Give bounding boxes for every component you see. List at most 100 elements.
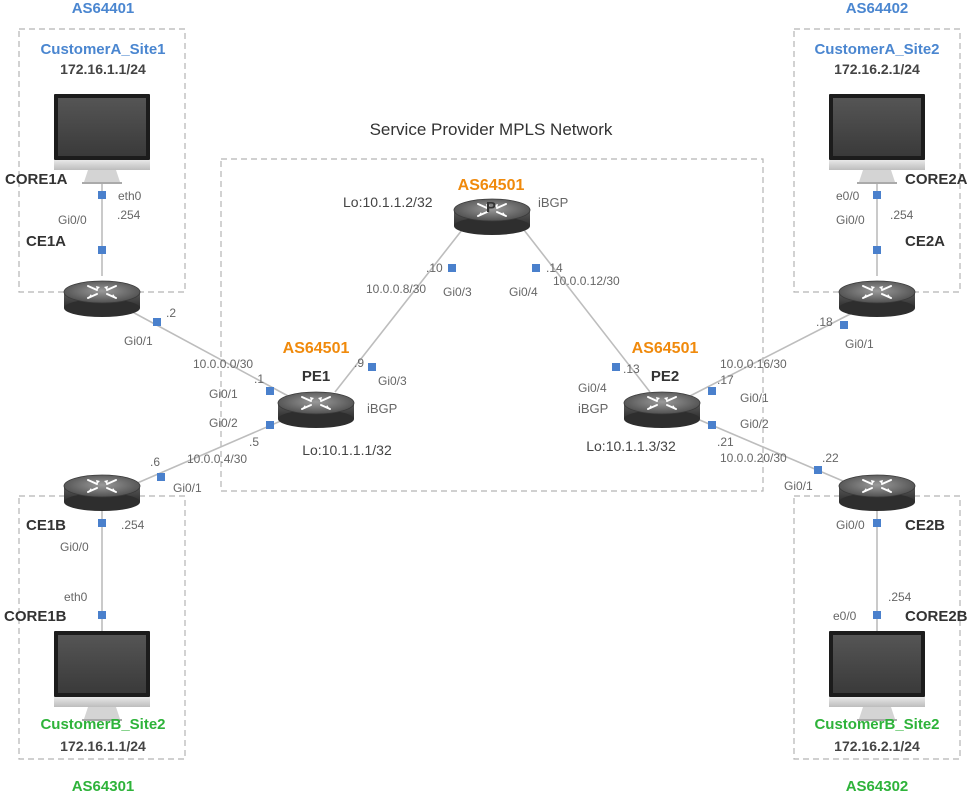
loopback-label-pe1: Lo:10.1.1.1/32 (302, 442, 392, 458)
if-label: eth0 (64, 590, 88, 604)
port-marker (840, 321, 848, 329)
if-label: .6 (150, 455, 160, 469)
device-label-p: P (486, 199, 496, 216)
if-label: Gi0/3 (443, 285, 472, 299)
if-label: Gi0/1 (173, 481, 202, 495)
port-marker (266, 387, 274, 395)
site-name-customerA-site2: CustomerA_Site2 (814, 41, 939, 58)
port-marker (873, 611, 881, 619)
if-label: e0/0 (836, 189, 860, 203)
if-label: .21 (717, 435, 734, 449)
if-label: Gi0/1 (124, 334, 153, 348)
port-marker (98, 191, 106, 199)
site-name-customerB-site1: CustomerB_Site2 (40, 716, 165, 733)
if-label: .5 (249, 435, 259, 449)
if-label: .254 (888, 590, 912, 604)
if-label: e0/0 (833, 609, 857, 623)
network-title: Service Provider MPLS Network (370, 120, 613, 139)
if-label: Gi0/1 (740, 391, 769, 405)
subnet-label: 10.0.0.16/30 (720, 357, 787, 371)
device-label-core1b: CORE1B (4, 608, 67, 625)
as-label-64302: AS64302 (846, 778, 909, 793)
if-label: .13 (623, 362, 640, 376)
if-label: .18 (816, 315, 833, 329)
port-marker (873, 191, 881, 199)
link-pe2-ce2a (687, 307, 863, 398)
mpls-network-box (220, 158, 764, 492)
device-label-pe1: PE1 (302, 368, 330, 385)
site-subnet: 172.16.1.1/24 (60, 61, 146, 77)
as-label-64401: AS64401 (72, 0, 135, 17)
port-marker (814, 466, 822, 474)
subnet-label: 10.0.0.20/30 (720, 451, 787, 465)
core1b-monitor-icon[interactable] (54, 631, 150, 721)
device-label-ce2a: CE2A (905, 233, 945, 250)
port-marker (266, 421, 274, 429)
port-marker (873, 246, 881, 254)
if-label: .254 (890, 208, 914, 222)
if-label: .254 (117, 208, 141, 222)
if-label: .1 (254, 372, 264, 386)
link-pe1-p (334, 229, 463, 393)
loopback-label-pe2: Lo:10.1.1.3/32 (586, 438, 676, 454)
ibgp-label-pe2: iBGP (578, 401, 608, 416)
if-label: .17 (717, 373, 734, 387)
if-label: .254 (121, 518, 145, 532)
ce1b-router-icon[interactable] (63, 474, 141, 512)
site-name-customerA-site1: CustomerA_Site1 (40, 41, 165, 58)
port-marker (153, 318, 161, 326)
port-marker (612, 363, 620, 371)
site-name-customerB-site2: CustomerB_Site2 (814, 716, 939, 733)
site-subnet: 172.16.2.1/24 (834, 61, 920, 77)
port-marker (448, 264, 456, 272)
ibgp-label-pe1: iBGP (367, 401, 397, 416)
device-label-pe2: PE2 (651, 368, 679, 385)
ce2a-router-icon[interactable] (838, 280, 916, 318)
if-label: Gi0/2 (209, 416, 238, 430)
pe1-router-icon[interactable] (277, 391, 355, 429)
device-label-core1a: CORE1A (5, 171, 68, 188)
link-ce1a-pe1 (124, 307, 291, 398)
device-label-core2b: CORE2B (905, 608, 968, 625)
port-marker (532, 264, 540, 272)
if-label: Gi0/1 (209, 387, 238, 401)
port-marker (157, 473, 165, 481)
pe2-router-icon[interactable] (623, 391, 701, 429)
ibgp-label-p: iBGP (538, 195, 568, 210)
if-label: Gi0/3 (378, 374, 407, 388)
if-label: Gi0/0 (58, 213, 87, 227)
if-label: Gi0/1 (784, 479, 813, 493)
ce1a-router-icon[interactable] (63, 280, 141, 318)
port-marker (708, 387, 716, 395)
if-label: Gi0/4 (509, 285, 538, 299)
as-label-p: AS64501 (458, 177, 525, 194)
port-marker (368, 363, 376, 371)
site-subnet: 172.16.1.1/24 (60, 738, 146, 754)
link-ce1b-pe1 (134, 416, 291, 485)
core1a-monitor-icon[interactable] (54, 94, 150, 184)
if-label: .2 (166, 306, 176, 320)
ce2b-router-icon[interactable] (838, 474, 916, 512)
if-label: Gi0/1 (845, 337, 874, 351)
subnet-label: 10.0.0.0/30 (193, 357, 253, 371)
device-label-ce2b: CE2B (905, 517, 945, 534)
site-subnet: 172.16.2.1/24 (834, 738, 920, 754)
link-p-pe2 (523, 229, 651, 393)
core2b-monitor-icon[interactable] (829, 631, 925, 721)
loopback-label-p: Lo:10.1.1.2/32 (343, 194, 433, 210)
subnet-label: 10.0.0.8/30 (366, 282, 426, 296)
port-marker (98, 246, 106, 254)
device-label-core2a: CORE2A (905, 171, 968, 188)
if-label: Gi0/2 (740, 417, 769, 431)
if-label: Gi0/4 (578, 381, 607, 395)
port-marker (873, 519, 881, 527)
if-label: Gi0/0 (836, 518, 865, 532)
interface-labels: eth0 Gi0/0 .254 .2 Gi0/1 10.0.0.0/30 .1 … (58, 189, 914, 623)
if-label: .9 (354, 356, 364, 370)
port-marker (98, 519, 106, 527)
as-label-pe1: AS64501 (283, 340, 350, 357)
if-label: .22 (822, 451, 839, 465)
if-label: .10 (426, 261, 443, 275)
